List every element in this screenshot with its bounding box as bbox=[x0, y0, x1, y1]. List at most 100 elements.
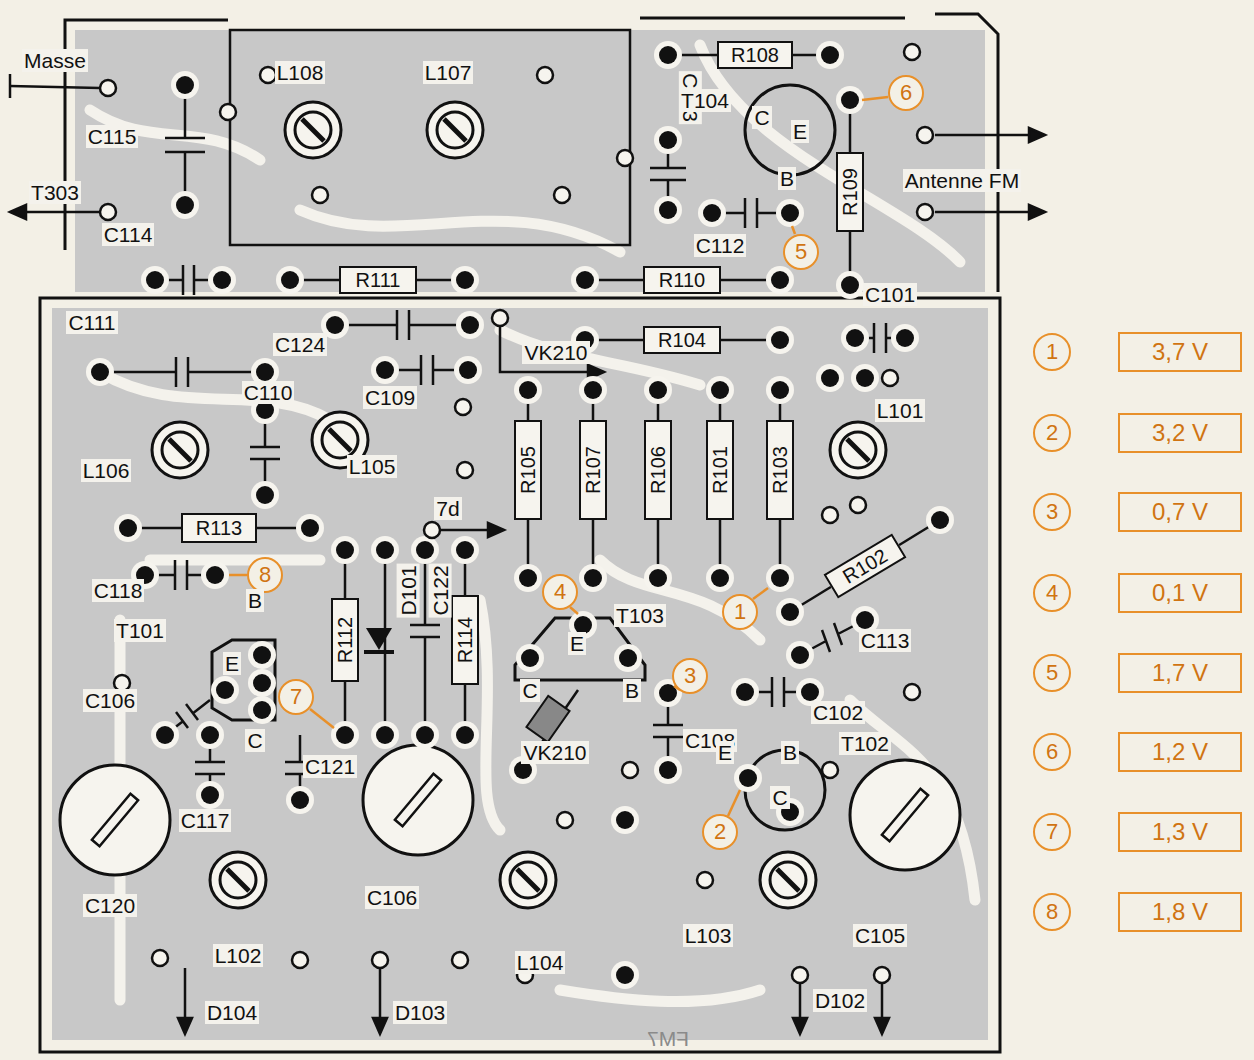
resistor-symbol: R103 bbox=[766, 420, 794, 520]
callout-number: 3 bbox=[1033, 493, 1071, 531]
part-label: C106 bbox=[365, 886, 419, 909]
part-label: C114 bbox=[102, 223, 155, 246]
node-text: R113 bbox=[196, 518, 242, 538]
part-label: C115 bbox=[86, 125, 139, 148]
voltage-box: 0,7 V bbox=[1118, 492, 1242, 532]
node-text: 1 bbox=[1046, 341, 1058, 363]
resistor-symbol: R111 bbox=[339, 266, 417, 294]
part-label: C122 bbox=[428, 563, 451, 617]
node-text: 1,8 V bbox=[1152, 900, 1208, 924]
resistor-symbol: R112 bbox=[331, 598, 359, 682]
callout-number: 1 bbox=[722, 594, 758, 630]
voltage-box: 1,7 V bbox=[1118, 653, 1242, 693]
node-text: 3 bbox=[684, 665, 696, 687]
part-label: C bbox=[752, 106, 771, 129]
part-label: T102 bbox=[839, 732, 891, 755]
part-label: D103 bbox=[393, 1001, 447, 1024]
node-text: 4 bbox=[1046, 582, 1058, 604]
part-label: C110 bbox=[242, 381, 295, 404]
node-text: 7 bbox=[1046, 821, 1058, 843]
callout-number: 6 bbox=[888, 75, 924, 111]
voltage-box: 3,7 V bbox=[1118, 332, 1242, 372]
part-label: C bbox=[770, 786, 789, 809]
node-text: 1,2 V bbox=[1152, 740, 1208, 764]
node-text: 8 bbox=[259, 564, 271, 586]
part-label: C bbox=[245, 729, 264, 752]
voltage-box: 1,8 V bbox=[1118, 892, 1242, 932]
part-label: FM7 bbox=[645, 1027, 691, 1050]
part-label: L107 bbox=[423, 61, 474, 84]
node-text: 6 bbox=[1046, 741, 1058, 763]
part-label: D104 bbox=[205, 1001, 259, 1024]
part-label: B bbox=[781, 741, 799, 764]
part-label: C105 bbox=[853, 924, 907, 947]
part-label: L106 bbox=[81, 459, 132, 482]
part-label: B bbox=[623, 679, 641, 702]
part-label: E bbox=[223, 652, 241, 675]
part-label: C124 bbox=[273, 333, 327, 356]
resistor-symbol: R113 bbox=[181, 513, 257, 543]
part-label: L103 bbox=[683, 924, 734, 947]
part-label: D101 bbox=[396, 563, 419, 617]
node-text: R106 bbox=[648, 446, 668, 494]
resistor-symbol: R110 bbox=[643, 266, 721, 294]
callout-number: 1 bbox=[1033, 333, 1071, 371]
node-text: 5 bbox=[795, 241, 807, 263]
resistor-symbol: R108 bbox=[717, 41, 793, 69]
part-label: E bbox=[716, 741, 734, 764]
part-label: C106 bbox=[83, 689, 137, 712]
callout-number: 7 bbox=[1033, 813, 1071, 851]
node-text: 3,7 V bbox=[1152, 340, 1208, 364]
node-text: 2 bbox=[714, 821, 726, 843]
node-text: R114 bbox=[455, 617, 475, 663]
part-label: C112 bbox=[694, 234, 747, 257]
node-text: R108 bbox=[731, 45, 779, 65]
node-text: R103 bbox=[770, 446, 790, 494]
node-text: 3,2 V bbox=[1152, 421, 1208, 445]
node-text: 1,3 V bbox=[1152, 820, 1208, 844]
node-text: 5 bbox=[1046, 662, 1058, 684]
part-label: C121 bbox=[303, 755, 357, 778]
node-text: 2 bbox=[1046, 422, 1058, 444]
voltage-box: 1,3 V bbox=[1118, 812, 1242, 852]
part-label: C120 bbox=[83, 894, 137, 917]
part-label: T303 bbox=[29, 181, 81, 204]
part-label: D102 bbox=[813, 989, 867, 1012]
node-text: R111 bbox=[356, 270, 401, 290]
voltage-box: 0,1 V bbox=[1118, 573, 1242, 613]
part-label: Antenne FM bbox=[903, 169, 1021, 192]
part-label: E bbox=[568, 632, 586, 655]
part-label: L102 bbox=[213, 944, 264, 967]
node-text: 7 bbox=[290, 686, 302, 708]
callout-number: 8 bbox=[1033, 893, 1071, 931]
resistor-symbol: R106 bbox=[644, 420, 672, 520]
part-label: E bbox=[791, 120, 809, 143]
callout-number: 6 bbox=[1033, 733, 1071, 771]
resistor-symbol: R101 bbox=[706, 420, 734, 520]
part-label: C109 bbox=[363, 386, 417, 409]
node-text: 1,7 V bbox=[1152, 661, 1208, 685]
part-label: T104 bbox=[679, 89, 731, 112]
part-label: C bbox=[520, 679, 539, 702]
voltage-box: 1,2 V bbox=[1118, 732, 1242, 772]
part-label: T101 bbox=[114, 619, 166, 642]
callout-number: 2 bbox=[1033, 414, 1071, 452]
node-text: 4 bbox=[554, 581, 566, 603]
part-label: C102 bbox=[811, 701, 865, 724]
part-label: L101 bbox=[875, 399, 926, 422]
part-label: C113 bbox=[859, 629, 912, 652]
resistor-symbol: R114 bbox=[451, 595, 479, 685]
node-text: 6 bbox=[900, 82, 912, 104]
part-label: C101 bbox=[863, 283, 917, 306]
node-text: 8 bbox=[1046, 901, 1058, 923]
part-label: B bbox=[778, 167, 796, 190]
part-label: VK210 bbox=[521, 741, 588, 764]
resistor-symbol: R105 bbox=[514, 420, 542, 520]
part-label: C111 bbox=[66, 311, 117, 334]
part-label: L104 bbox=[515, 951, 566, 974]
part-label: C118 bbox=[92, 579, 145, 602]
callout-number: 3 bbox=[672, 658, 708, 694]
resistor-symbol: R109 bbox=[836, 152, 864, 232]
callout-number: 4 bbox=[542, 574, 578, 610]
node-text: 1 bbox=[734, 601, 746, 623]
